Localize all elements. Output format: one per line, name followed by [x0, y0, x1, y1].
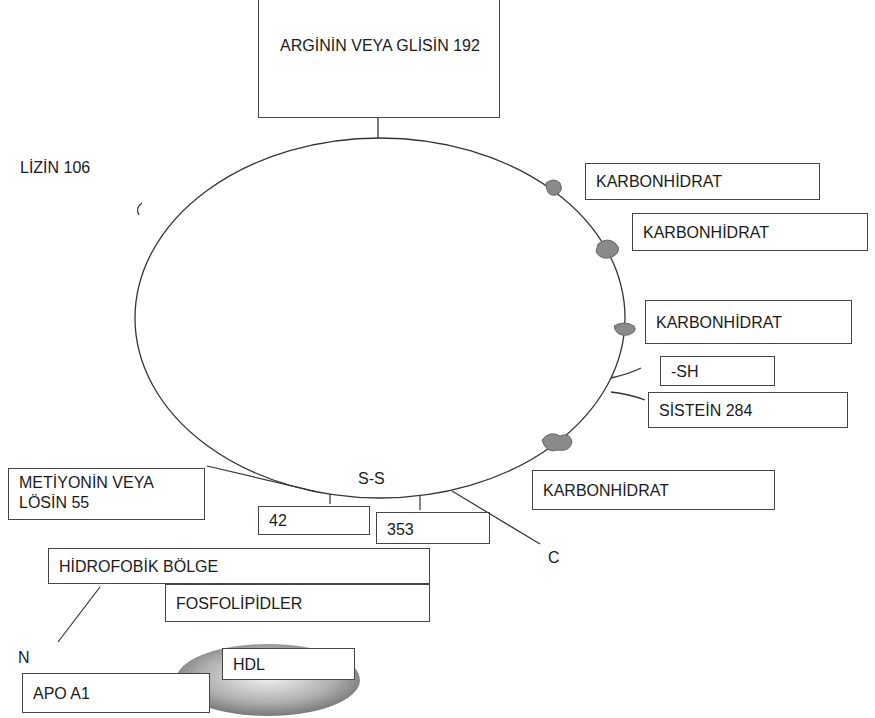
particle-box: HDL [222, 648, 355, 680]
position-box: 42 [258, 506, 370, 535]
leader-line [329, 494, 330, 504]
carbohydrate-box: KARBONHİDRAT [532, 470, 775, 510]
sulfhydryl-mark [611, 368, 641, 378]
residue-box: SİSTEİN 284 [648, 392, 848, 428]
protein-name-box: APO A1 [22, 673, 210, 713]
lysine-mark [138, 203, 142, 215]
box-text: KARBONHİDRAT [656, 313, 843, 333]
leader-line [58, 587, 100, 642]
residue-box: METİYONİN VEYA LÖSİN 55 [8, 468, 205, 520]
cysteine-mark [611, 392, 645, 400]
box-text: APO A1 [33, 684, 201, 704]
carbohydrate-blob [614, 323, 635, 335]
terminus-label: N [16, 648, 32, 667]
box-text: KARBONHİDRAT [543, 481, 766, 501]
box-text: HDL [233, 655, 346, 675]
carbohydrate-box: KARBONHİDRAT [585, 163, 820, 200]
box-text: 353 [387, 520, 481, 540]
box-text: HİDROFOBİK BÖLGE [59, 557, 421, 577]
box-text: 42 [269, 511, 361, 531]
carbohydrate-box: KARBONHİDRAT [645, 300, 852, 344]
lipid-box: FOSFOLİPİDLER [165, 584, 430, 622]
position-box: 353 [376, 512, 490, 544]
leader-line [377, 118, 378, 138]
carbohydrate-box: KARBONHİDRAT [632, 213, 868, 251]
leader-line [452, 491, 540, 544]
box-text: SİSTEİN 284 [659, 401, 839, 421]
bond-label: S-S [356, 469, 387, 488]
box-text: ARGİNİN VEYA GLİSİN 192 [280, 36, 480, 56]
leader-line [207, 466, 318, 492]
carbohydrate-blob [596, 240, 619, 258]
box-text: FOSFOLİPİDLER [176, 594, 421, 614]
protein-chain [135, 138, 625, 498]
residue-box: ARGİNİN VEYA GLİSİN 192 [258, 0, 500, 118]
terminus-label: C [546, 548, 562, 567]
region-box: HİDROFOBİK BÖLGE [48, 548, 430, 584]
carbohydrate-blob [542, 434, 572, 451]
box-text: -SH [671, 362, 766, 382]
group-box: -SH [660, 356, 775, 386]
box-text: KARBONHİDRAT [643, 223, 859, 243]
box-text: METİYONİN VEYA LÖSİN 55 [19, 473, 184, 513]
leader-line [419, 496, 420, 510]
box-text: KARBONHİDRAT [596, 172, 811, 192]
residue-label: LİZİN 106 [18, 158, 92, 177]
carbohydrate-blob [546, 180, 561, 195]
